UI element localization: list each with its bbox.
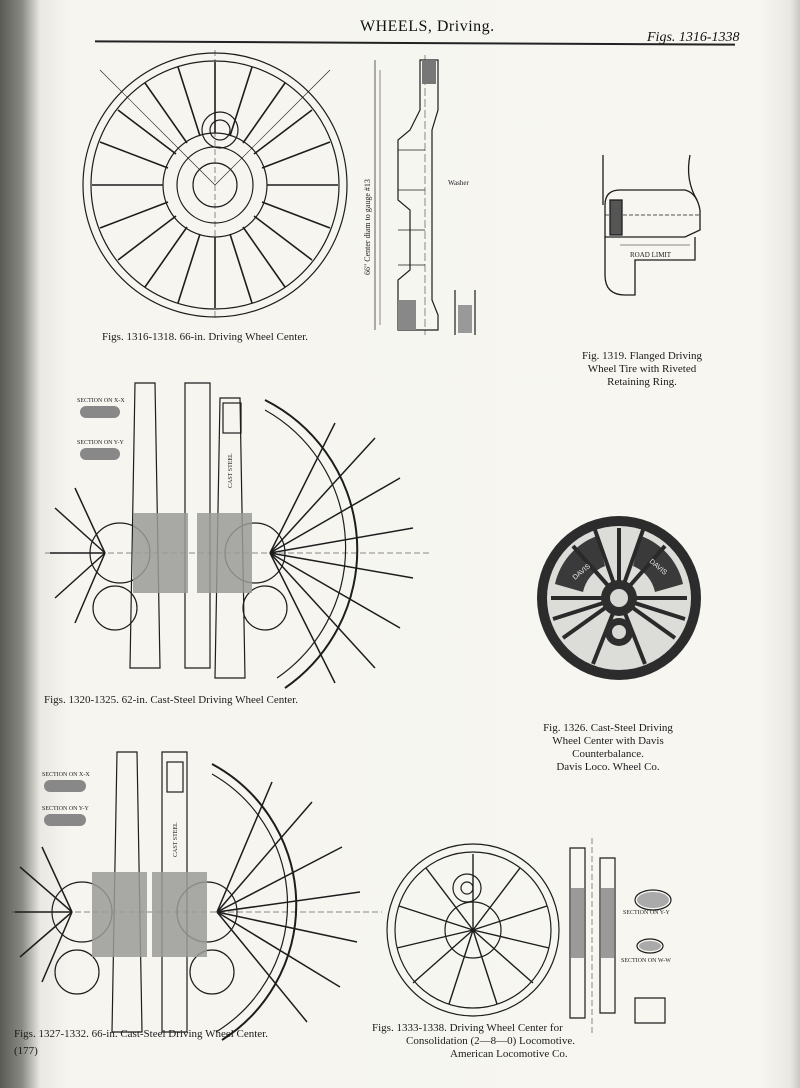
section-yy-label: SECTION ON Y-Y <box>77 440 124 446</box>
caption-fig-1327: Figs. 1327-1332. 66-in. Cast-Steel Drivi… <box>14 1028 268 1040</box>
caption-fig-1333-line1: Figs. 1333-1338. Driving Wheel Center fo… <box>372 1022 563 1034</box>
page-title: WHEELS, Driving. <box>360 18 495 35</box>
page-header: WHEELS, Driving. Figs. 1316-1338 <box>95 12 755 52</box>
section-yy-label-3: SECTION ON Y-Y <box>623 910 670 916</box>
fig-1319-drawing: ROAD LIMIT <box>602 154 701 296</box>
washer-label: Washer <box>448 179 469 187</box>
caption-fig-1319-line3: Retaining Ring. <box>607 376 677 388</box>
page-number: (177) <box>14 1045 38 1057</box>
caption-fig-1333-line2: Consolidation (2—8—0) Locomotive. <box>406 1035 575 1047</box>
fig-1333-drawing: SECTION ON Y-Y SECTION ON W-W <box>386 838 672 1033</box>
fig-1326-photo: DAVIS DAVIS <box>537 516 701 680</box>
caption-fig-1333-line3: American Locomotive Co. <box>450 1048 568 1060</box>
header-rule <box>95 40 735 46</box>
caption-fig-1326-line4: Davis Loco. Wheel Co. <box>556 761 660 773</box>
section-yy-label-2: SECTION ON Y-Y <box>42 806 89 812</box>
road-limit-label: ROAD LIMIT <box>630 251 672 259</box>
caption-fig-1319: Fig. 1319. Flanged Driving Wheel Tire wi… <box>552 350 732 389</box>
cast-steel-label: CAST STEEL <box>228 453 234 488</box>
figure-range: Figs. 1316-1338 <box>647 30 740 45</box>
caption-fig-1319-line1: Fig. 1319. Flanged Driving <box>581 350 703 362</box>
section-ww-label: SECTION ON W-W <box>621 958 671 964</box>
caption-fig-1316: Figs. 1316-1318. 66-in. Driving Wheel Ce… <box>102 331 309 343</box>
caption-fig-1320: Figs. 1320-1325. 62-in. Cast-Steel Drivi… <box>44 694 298 706</box>
caption-fig-1319-line2: Wheel Tire with Riveted <box>587 363 697 375</box>
fig-1327-drawing: SECTION ON X-X SECTION ON Y-Y CAST STEEL <box>12 751 382 1041</box>
fig-1316-drawing: 66" Center diam to gauge #13 Washer <box>82 50 476 335</box>
center-diameter-label: 66" Center diam to gauge #13 <box>363 179 372 275</box>
section-xx-label-2: SECTION ON X-X <box>42 772 90 778</box>
caption-fig-1333: Figs. 1333-1338. Driving Wheel Center fo… <box>372 1022 682 1061</box>
caption-fig-1326: Fig. 1326. Cast-Steel Driving Wheel Cent… <box>518 722 698 774</box>
fig-1320-drawing: SECTION ON X-X SECTION ON Y-Y CAST STEEL <box>45 382 430 689</box>
cast-steel-label-2: CAST STEEL <box>173 822 179 857</box>
caption-fig-1326-line3: Counterbalance. <box>572 748 644 760</box>
caption-fig-1326-line1: Fig. 1326. Cast-Steel Driving <box>543 722 673 734</box>
section-xx-label: SECTION ON X-X <box>77 398 125 404</box>
caption-fig-1326-line2: Wheel Center with Davis <box>552 735 664 747</box>
